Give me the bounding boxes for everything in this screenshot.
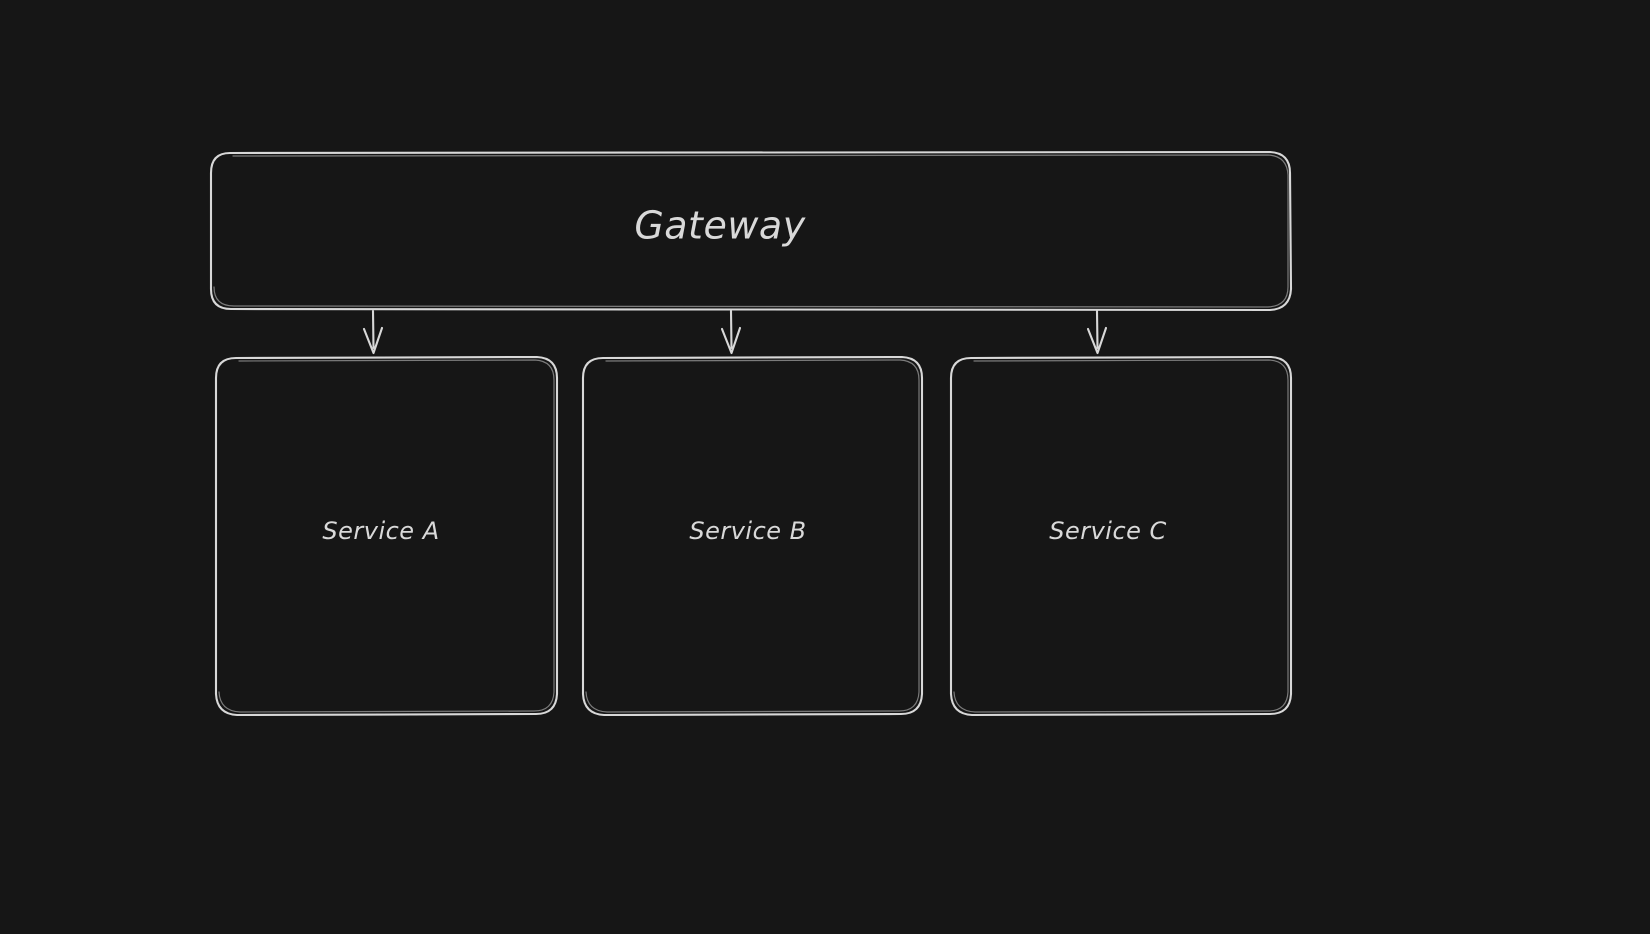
service-a-label: Service A bbox=[322, 517, 439, 545]
arrowhead-icon bbox=[720, 326, 742, 355]
service-c-box-outline-sketch bbox=[953, 359, 1289, 713]
arrowhead-icon bbox=[1086, 326, 1108, 355]
service-a-box-outline-sketch bbox=[218, 359, 555, 713]
gateway-box-outline-sketch bbox=[213, 154, 1289, 308]
edge-line bbox=[729, 309, 733, 350]
edge-gateway-to-service-a bbox=[362, 309, 384, 355]
service-c-box-outline bbox=[949, 355, 1293, 717]
node-gateway[interactable]: Gateway bbox=[209, 150, 1293, 312]
node-service-b[interactable]: Service B bbox=[581, 355, 924, 717]
node-service-a[interactable]: Service A bbox=[214, 355, 559, 717]
service-b-box-outline-sketch bbox=[585, 359, 920, 713]
service-c-label: Service C bbox=[1049, 517, 1167, 545]
edge-gateway-to-service-b bbox=[720, 309, 742, 355]
edge-gateway-to-service-c bbox=[1086, 309, 1108, 355]
gateway-box-outline bbox=[209, 150, 1293, 312]
edge-line bbox=[1095, 309, 1099, 350]
edge-line bbox=[371, 309, 375, 350]
arrowhead-icon bbox=[362, 326, 384, 355]
gateway-label: Gateway bbox=[634, 204, 805, 248]
service-b-label: Service B bbox=[689, 517, 806, 545]
service-b-box-outline bbox=[581, 355, 924, 717]
service-a-box-outline bbox=[214, 355, 559, 717]
node-service-c[interactable]: Service C bbox=[949, 355, 1293, 717]
